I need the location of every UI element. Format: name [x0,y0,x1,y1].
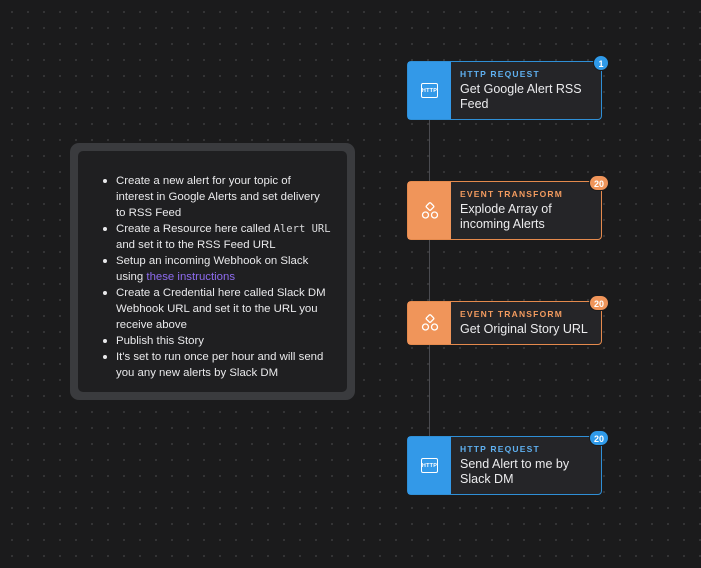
action-node-get-original-story-url[interactable]: EVENT TRANSFORM Get Original Story URL 2… [407,295,609,345]
note-item: Setup an incoming Webhook on Slack using… [103,253,331,285]
note-item: Create a Credential here called Slack DM… [103,285,331,333]
http-request-tile: HTTP [408,437,451,494]
note-content: Create a new alert for your topic of int… [78,151,347,392]
note-item: Create a new alert for your topic of int… [103,173,331,221]
action-title: Explode Array of incoming Alerts [460,202,552,231]
action-type-label: EVENT TRANSFORM [460,309,563,319]
action-type-label: EVENT TRANSFORM [460,189,563,199]
http-icon: HTTP [421,458,438,473]
event-count-badge[interactable]: 20 [588,175,609,191]
note-item: Publish this Story [103,333,331,349]
note-item: It's set to run once per hour and will s… [103,349,331,381]
http-icon: HTTP [421,83,438,98]
event-count-badge[interactable]: 20 [588,430,609,446]
http-request-tile: HTTP [408,62,451,119]
note-card[interactable]: Create a new alert for your topic of int… [70,143,355,400]
note-item: Create a Resource here called Alert URL … [103,223,331,251]
event-transform-tile [408,182,451,239]
event-count-badge[interactable]: 20 [588,295,609,311]
resource-name-code: Alert URL [273,223,331,235]
event-transform-tile [408,302,451,344]
action-node-get-google-alert-rss-feed[interactable]: HTTP HTTP REQUEST Get Google Alert RSS F… [407,55,609,120]
action-connector-line [429,119,430,437]
note-instructions-list: Create a new alert for your topic of int… [78,173,331,381]
event-transform-icon [421,314,438,331]
action-title: Send Alert to me by Slack DM [460,457,570,486]
event-count-badge[interactable]: 1 [593,55,609,71]
action-title: Get Original Story URL [460,322,588,336]
action-node-send-alert-slack-dm[interactable]: HTTP HTTP REQUEST Send Alert to me by Sl… [407,430,609,495]
action-type-label: HTTP REQUEST [460,444,540,454]
action-type-label: HTTP REQUEST [460,69,540,79]
instructions-link[interactable]: these instructions [146,271,236,283]
action-node-explode-array[interactable]: EVENT TRANSFORM Explode Array of incomin… [407,175,609,240]
event-transform-icon [421,201,438,219]
action-title: Get Google Alert RSS Feed [460,82,582,111]
